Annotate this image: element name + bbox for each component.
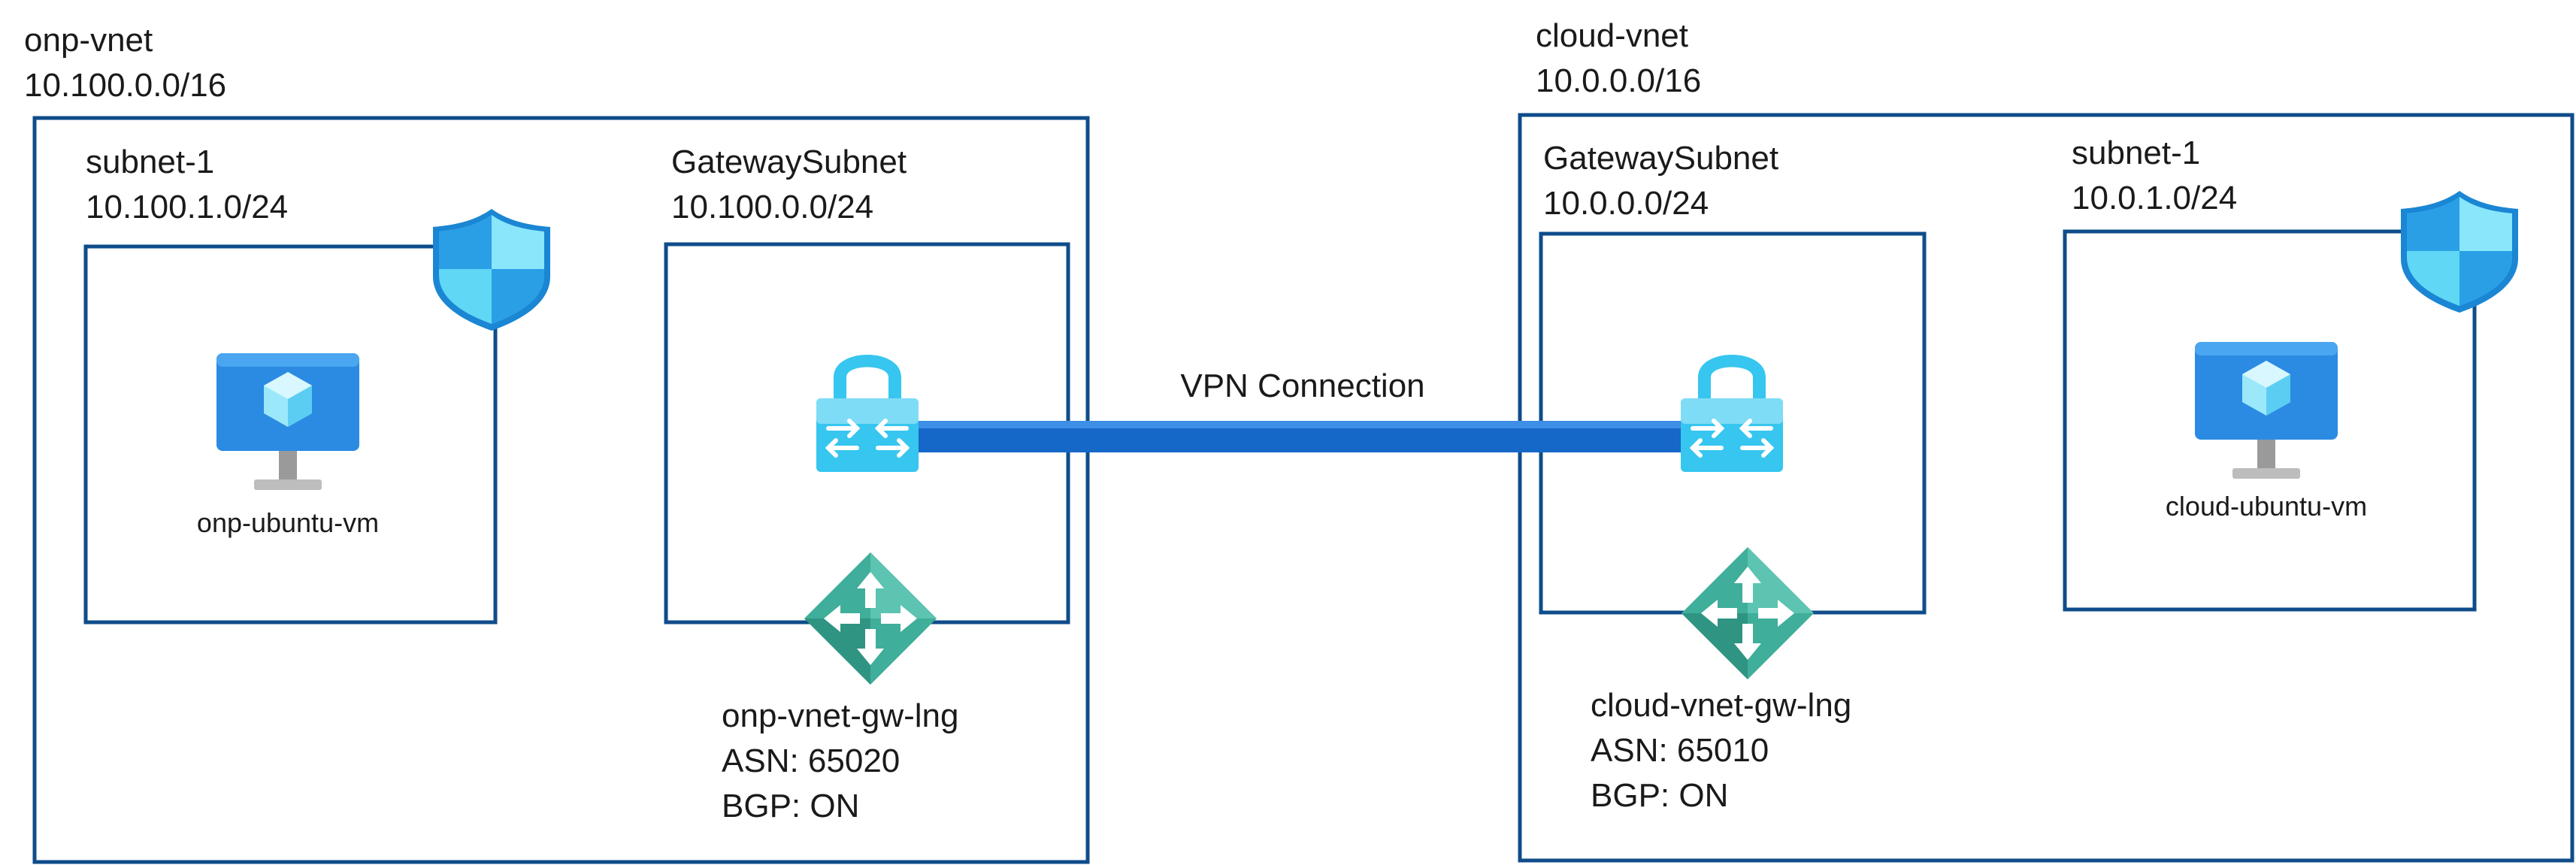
cloud-subnet-name: subnet-1	[2072, 135, 2200, 171]
onp-subnet-cidr: 10.100.1.0/24	[86, 189, 288, 225]
onp-vnet-box	[32, 116, 1090, 864]
onp-vpn-gateway-icon	[816, 355, 919, 472]
cloud-vm-icon	[2195, 342, 2338, 479]
onp-vm-name: onp-ubuntu-vm	[197, 507, 379, 538]
onp-local-network-gateway-icon	[804, 552, 937, 685]
cloud-shield-icon	[2401, 191, 2518, 313]
cloud-lng-bgp: BGP: ON	[1591, 777, 1728, 814]
vpn-connection-label: VPN Connection	[1180, 367, 1424, 404]
cloud-lng-asn: ASN: 65010	[1591, 732, 1769, 769]
cloud-vnet-box	[1518, 113, 2574, 863]
cloud-vnet-cidr: 10.0.0.0/16	[1536, 62, 1701, 99]
cloud-local-network-gateway-icon	[1682, 547, 1814, 679]
onp-subnet-box	[83, 244, 498, 625]
cloud-vnet-name: cloud-vnet	[1536, 17, 1688, 54]
onp-vm-icon	[216, 353, 359, 490]
onp-lng-bgp: BGP: ON	[722, 788, 859, 824]
cloud-lng-name: cloud-vnet-gw-lng	[1591, 687, 1851, 724]
onp-subnet-name: subnet-1	[86, 144, 214, 180]
onp-lng-asn: ASN: 65020	[722, 743, 900, 779]
cloud-gwsubnet-cidr: 10.0.0.0/24	[1543, 185, 1709, 222]
onp-gwsubnet-cidr: 10.100.0.0/24	[671, 189, 873, 225]
cloud-subnet-cidr: 10.0.1.0/24	[2072, 180, 2237, 216]
onp-vnet-cidr: 10.100.0.0/16	[24, 67, 226, 104]
cloud-vpn-gateway-icon	[1681, 355, 1783, 472]
cloud-gwsubnet-name: GatewaySubnet	[1543, 140, 1778, 177]
cloud-vm-name: cloud-ubuntu-vm	[2166, 491, 2367, 522]
onp-gwsubnet-name: GatewaySubnet	[671, 144, 907, 180]
cloud-subnet-box	[2063, 229, 2477, 612]
onp-shield-icon	[433, 209, 550, 331]
onp-vnet-name: onp-vnet	[24, 22, 153, 59]
onp-lng-name: onp-vnet-gw-lng	[722, 697, 959, 734]
